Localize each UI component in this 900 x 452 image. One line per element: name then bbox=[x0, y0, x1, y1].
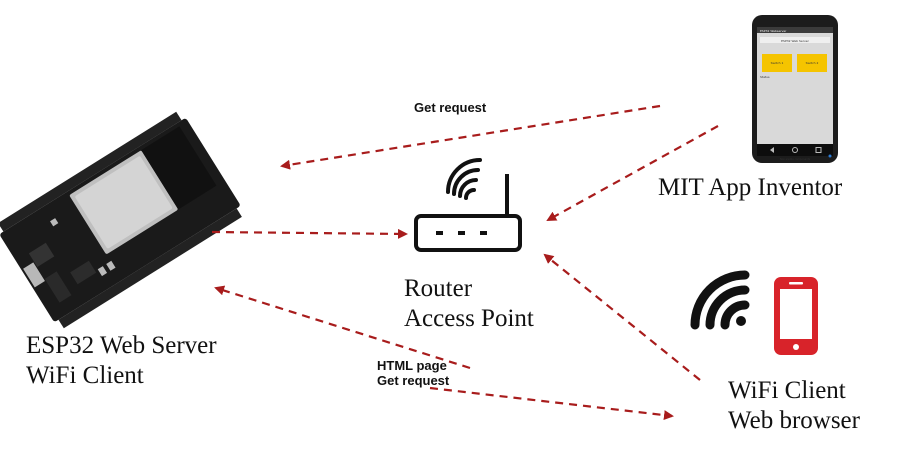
phone-screen-subtitle: ESP32 Web Server bbox=[781, 39, 809, 43]
phone-switch2-button[interactable]: Switch 2 bbox=[806, 61, 819, 65]
esp32-label-line1: ESP32 Web Server bbox=[26, 332, 217, 359]
router-label: Router Access Point bbox=[404, 274, 534, 334]
html-page-line: HTML page bbox=[377, 358, 447, 373]
browser-label-line1: WiFi Client bbox=[728, 377, 846, 404]
phone-footer-text: Non-visible components bbox=[780, 157, 811, 161]
arrow-to-browser bbox=[429, 386, 674, 421]
router-label-line1: Router bbox=[404, 275, 473, 302]
arrow-mit-to-esp32 bbox=[280, 104, 661, 170]
get-request-bottom-line: Get request bbox=[377, 373, 450, 388]
phone-status-label: Status bbox=[760, 75, 770, 79]
connection-arrows bbox=[211, 104, 719, 421]
router-label-line2: Access Point bbox=[404, 305, 534, 332]
smartphone-icon bbox=[774, 277, 818, 355]
html-page-label: HTML page Get request bbox=[377, 358, 449, 388]
esp32-label: ESP32 Web Server WiFi Client bbox=[26, 331, 217, 391]
arrow-esp32-to-router bbox=[211, 228, 408, 239]
get-request-top-label: Get request bbox=[414, 100, 487, 115]
phone-switch1-button[interactable]: Switch 1 bbox=[771, 61, 784, 65]
arrow-browser-to-router bbox=[543, 253, 701, 381]
esp32-label-line2: WiFi Client bbox=[26, 362, 144, 389]
wifi-signal-icon bbox=[690, 270, 750, 330]
android-phone-image: ESP32 Webserver ESP32 Web Server Switch … bbox=[752, 15, 838, 163]
router-icon bbox=[414, 158, 522, 252]
phone-screen-title: ESP32 Webserver bbox=[760, 29, 787, 33]
mit-app-inventor-label: MIT App Inventor bbox=[658, 174, 843, 201]
browser-label-line2: Web browser bbox=[728, 407, 860, 434]
esp32-board-image bbox=[0, 111, 242, 329]
arrow-mit-to-router bbox=[546, 125, 719, 221]
arrow-to-esp32-html bbox=[214, 285, 471, 370]
browser-label: WiFi Client Web browser bbox=[728, 376, 860, 436]
